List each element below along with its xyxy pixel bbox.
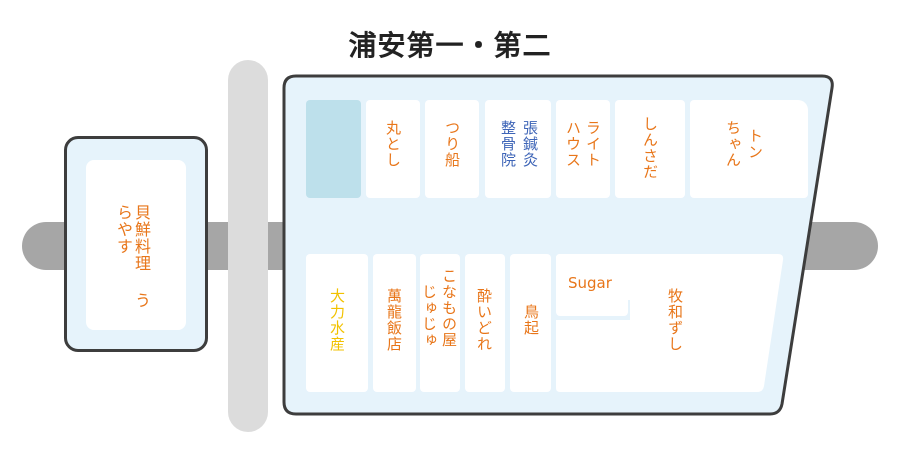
shop-toriki[interactable]: 鳥起 (510, 254, 551, 392)
shop-uraya[interactable]: 貝鮮料理 うらやす (86, 160, 186, 330)
shop-label-tonchan-a: ちゃん (724, 120, 742, 168)
shop-label-toriki: 鳥起 (522, 304, 540, 336)
shop-label-hauze-a: ハウス (564, 120, 582, 168)
shop-label-konamono-b: こなもの屋 (440, 268, 458, 348)
shop-label-sugar: Sugar (568, 274, 612, 292)
shop-tsuri[interactable]: つり船 (425, 100, 479, 198)
shop-sugar[interactable]: Sugar (556, 254, 628, 316)
vacant-block (306, 100, 361, 198)
shop-konamono[interactable]: こなもの屋 じゅじゅ (420, 254, 460, 392)
shop-label-maru: 丸とし (384, 120, 402, 168)
shop-label-daiki: 大力水産 (328, 288, 346, 352)
cross-road (228, 60, 268, 432)
shop-label-uraya: 貝鮮料理 うらやす (114, 204, 151, 309)
shop-suidore[interactable]: 酔いどれ (465, 254, 505, 392)
shop-maru[interactable]: 丸とし (366, 100, 420, 198)
shop-label-bokuwa: 牧和ずし (666, 288, 684, 352)
shop-tonchan[interactable]: トン ちゃん (690, 100, 808, 198)
shop-label-tonchan-b: トン (746, 128, 764, 160)
shop-bokuwa[interactable]: 牧和ずし (634, 254, 774, 392)
shop-hauze[interactable]: ライト ハウス (556, 100, 610, 198)
shop-manryu[interactable]: 萬龍飯店 (373, 254, 416, 392)
page-title: 浦安第一・第二 (348, 29, 552, 62)
shop-shinsada[interactable]: しんさだ (615, 100, 685, 198)
shop-label-konamono-a: じゅじゅ (420, 284, 438, 348)
shop-label-hauze-b: ライト (584, 120, 602, 168)
shop-label-seikotsu-a: 整骨院 (499, 120, 517, 168)
shop-daiki[interactable]: 大力水産 (306, 254, 368, 392)
shop-label-suidore: 酔いどれ (475, 288, 493, 352)
shop-label-manryu: 萬龍飯店 (385, 288, 403, 352)
shop-label-shinsada: しんさだ (641, 116, 659, 180)
shop-seikotsu[interactable]: 張鍼灸 整骨院 (485, 100, 551, 198)
shop-label-seikotsu-b: 張鍼灸 (521, 120, 539, 168)
shop-label-tsuri: つり船 (443, 120, 461, 168)
